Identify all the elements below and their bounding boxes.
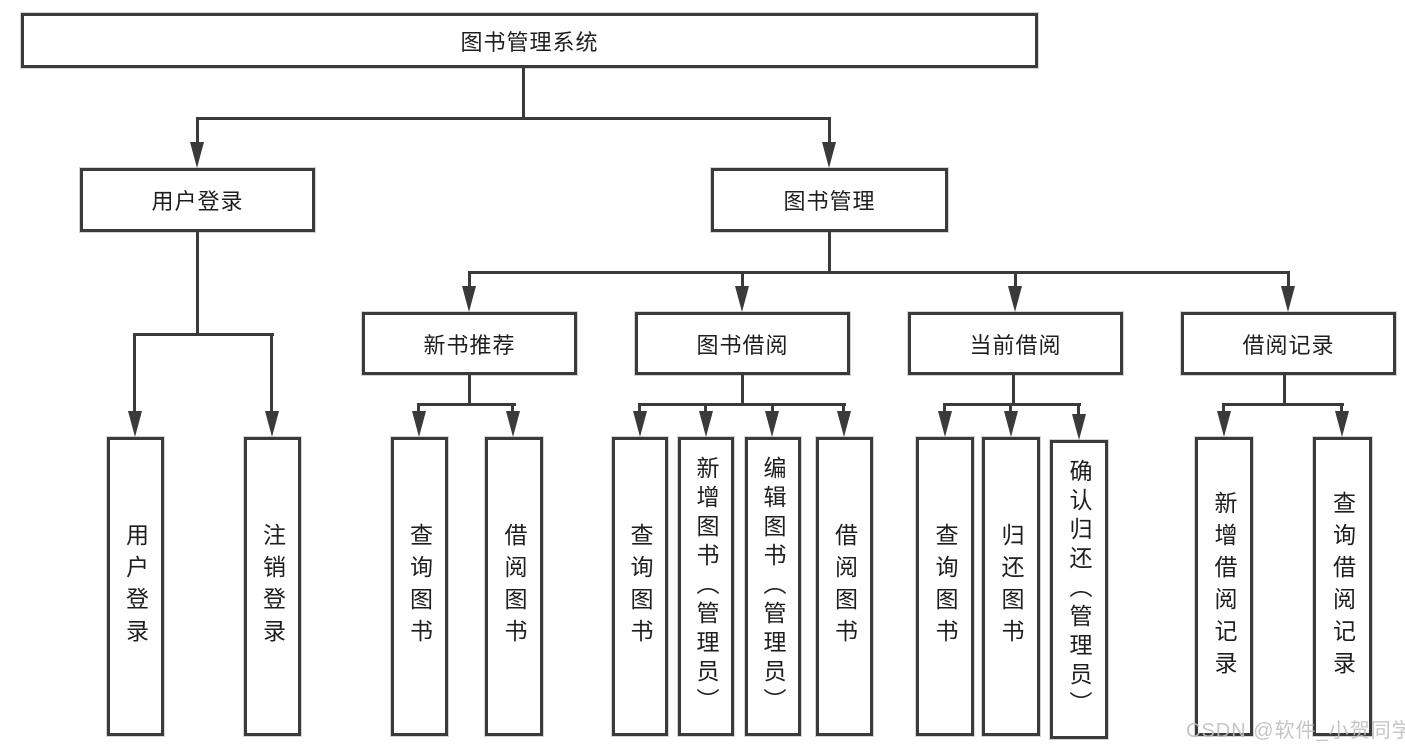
arrow-down-icon — [1008, 286, 1022, 312]
node-user-login: 用户登录 — [80, 168, 315, 232]
leaf-query-book-current: 查询图书 — [916, 437, 974, 736]
connector-line — [943, 403, 1081, 406]
node-book-management: 图书管理 — [711, 168, 948, 232]
leaf-user-login: 用户登录 — [107, 437, 164, 736]
leaf-query-book-recommend-label: 查询图书 — [406, 522, 433, 651]
node-book-management-label: 图书管理 — [783, 189, 876, 214]
arrow-down-icon — [1217, 411, 1231, 437]
connector-line — [741, 375, 744, 406]
leaf-query-borrow-record: 查询借阅记录 — [1313, 437, 1372, 736]
arrow-down-icon — [1335, 411, 1349, 437]
connector-line — [196, 232, 199, 335]
leaf-query-book-borrow-label: 查询图书 — [627, 522, 653, 651]
leaf-add-book-admin-label: 新增图书（管理员） — [693, 456, 719, 717]
leaf-return-book: 归还图书 — [982, 437, 1040, 736]
arrow-down-icon — [765, 411, 779, 437]
leaf-borrow-book-recommend-label: 借阅图书 — [501, 522, 527, 651]
node-root-label: 图书管理系统 — [460, 29, 599, 55]
connector-line — [468, 271, 1290, 274]
node-book-borrow-label: 图书借阅 — [696, 332, 789, 358]
arrow-down-icon — [822, 142, 836, 168]
leaf-add-book-admin: 新增图书（管理员） — [678, 437, 734, 736]
watermark-text: CSDN @软件_小贺同学 — [1186, 720, 1405, 742]
node-book-borrow: 图书借阅 — [635, 312, 850, 375]
leaf-logout-label: 注销登录 — [259, 522, 286, 651]
arrow-down-icon — [462, 286, 476, 312]
arrow-down-icon — [735, 286, 749, 312]
leaf-confirm-return-admin-label: 确认归还（管理员） — [1066, 459, 1092, 720]
leaf-query-borrow-record-label: 查询借阅记录 — [1329, 490, 1356, 683]
arrow-down-icon — [412, 411, 426, 437]
leaf-confirm-return-admin: 确认归还（管理员） — [1050, 440, 1108, 739]
node-current-borrow-label: 当前借阅 — [969, 332, 1062, 358]
node-current-borrow: 当前借阅 — [908, 312, 1123, 375]
arrow-down-icon — [1281, 286, 1295, 312]
arrow-down-icon — [128, 411, 142, 437]
node-user-login-label: 用户登录 — [151, 189, 244, 214]
node-new-book-recommend-label: 新书推荐 — [423, 332, 516, 358]
connector-line — [196, 117, 831, 120]
connector-line — [741, 271, 744, 295]
leaf-borrow-book-label: 借阅图书 — [831, 522, 858, 651]
connector-line — [468, 375, 471, 406]
leaf-add-borrow-record-label: 新增借阅记录 — [1211, 490, 1237, 683]
connector-line — [133, 333, 136, 425]
connector-line — [133, 333, 274, 336]
connector-line — [1014, 271, 1017, 295]
connector-line — [417, 403, 516, 406]
arrow-down-icon — [938, 411, 952, 437]
leaf-edit-book-admin: 编辑图书（管理员） — [745, 437, 801, 736]
arrow-down-icon — [265, 411, 279, 437]
arrow-down-icon — [190, 142, 204, 168]
leaf-query-book-recommend: 查询图书 — [391, 437, 448, 736]
leaf-add-borrow-record: 新增借阅记录 — [1195, 437, 1253, 736]
arrow-down-icon — [1004, 411, 1018, 437]
leaf-return-book-label: 归还图书 — [998, 522, 1024, 651]
leaf-borrow-book: 借阅图书 — [816, 437, 873, 736]
connector-line — [270, 333, 273, 425]
connector-line — [1287, 271, 1290, 295]
arrow-down-icon — [506, 411, 520, 437]
leaf-user-login-label: 用户登录 — [122, 522, 149, 651]
leaf-query-book-borrow: 查询图书 — [612, 437, 668, 736]
leaf-edit-book-admin-label: 编辑图书（管理员） — [760, 456, 786, 717]
connector-line — [828, 117, 831, 156]
connector-line — [196, 117, 199, 156]
leaf-borrow-book-recommend: 借阅图书 — [485, 437, 543, 736]
node-root: 图书管理系统 — [21, 13, 1038, 68]
connector-line — [522, 68, 525, 119]
connector-line — [1283, 375, 1286, 406]
node-new-book-recommend: 新书推荐 — [362, 312, 577, 375]
connector-line — [638, 403, 846, 406]
leaf-logout: 注销登录 — [244, 437, 301, 736]
arrow-down-icon — [1072, 414, 1086, 440]
arrow-down-icon — [633, 411, 647, 437]
connector-line — [828, 232, 831, 273]
leaf-query-book-current-label: 查询图书 — [932, 522, 958, 651]
connector-line — [1012, 375, 1015, 406]
arrow-down-icon — [699, 411, 713, 437]
node-borrow-records: 借阅记录 — [1181, 312, 1396, 375]
node-borrow-records-label: 借阅记录 — [1242, 332, 1335, 358]
connector-line — [468, 271, 471, 295]
arrow-down-icon — [837, 411, 851, 437]
connector-line — [1222, 403, 1344, 406]
